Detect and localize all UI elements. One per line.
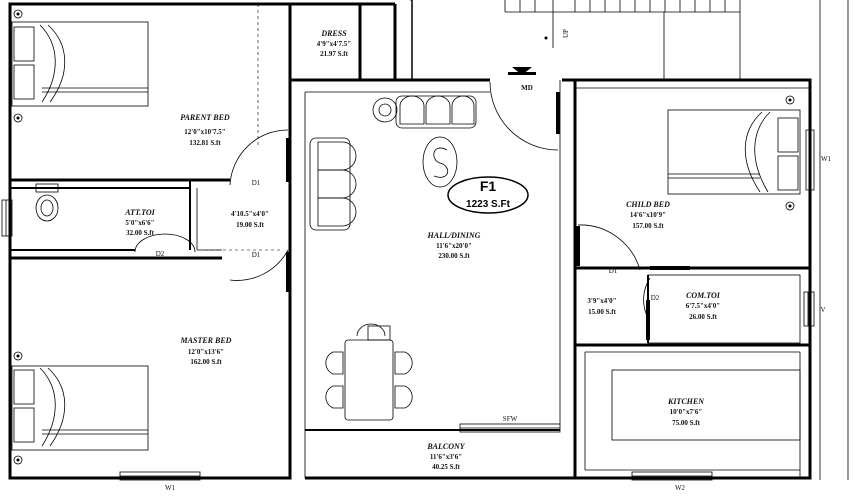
room-name: HALL/DINING xyxy=(427,231,481,240)
couch-top-icon xyxy=(372,95,477,129)
room-area: 132.81 S.ft xyxy=(189,139,221,147)
markers: MD D1 D1 D1 D2 D2 W1 W1 W2 V SFW xyxy=(156,84,832,492)
room-area: 157.00 S.ft xyxy=(632,222,664,230)
master-bed-icon xyxy=(11,351,149,465)
room-size: 12'0"x13'6" xyxy=(188,348,224,356)
room-name: PARENT BED xyxy=(180,113,230,122)
room-size: 11'6"x3'6" xyxy=(430,453,462,461)
staircase xyxy=(410,0,810,81)
room-name: MASTER BED xyxy=(180,336,232,345)
room-name: BALCONY xyxy=(426,442,465,451)
room-area: 32.00 S.ft xyxy=(126,229,154,237)
window-w1-label: W1 xyxy=(821,155,832,163)
room-labels: DRESS 4'9"x4'7.5" 21.97 S.ft PARENT BED … xyxy=(124,29,721,471)
room-size: 12'0"x10'7.5" xyxy=(184,128,226,136)
room-area: 21.97 S.ft xyxy=(320,50,348,58)
main-door-arrow-icon xyxy=(512,67,532,75)
room-name: KITCHEN xyxy=(667,397,705,406)
room-area: 162.00 S.ft xyxy=(190,358,222,366)
room-size: 5'0"x6'6" xyxy=(125,219,154,227)
dining-table-icon xyxy=(325,323,413,421)
room-area: 75.00 S.ft xyxy=(672,419,700,427)
sofa-icon xyxy=(309,137,357,231)
windows xyxy=(1,129,815,481)
room-size: 6'7.5"x4'0" xyxy=(686,302,721,310)
room-size: 4'10.5"x4'0" xyxy=(231,210,269,218)
door-d2-label: D2 xyxy=(156,250,165,258)
decor-s-icon xyxy=(422,136,458,188)
room-size: 4'9"x4'7.5" xyxy=(317,40,352,48)
stair-up-label: UP xyxy=(562,29,570,38)
toilet-icon xyxy=(35,183,59,222)
child-bed-icon xyxy=(667,95,801,211)
room-area: 26.00 S.ft xyxy=(689,313,717,321)
room-area: 15.00 S.ft xyxy=(588,308,616,316)
room-name: CHILD BED xyxy=(626,200,670,209)
parent-bed-icon xyxy=(11,9,149,123)
room-size: 10'0"x7'6" xyxy=(670,408,703,416)
walls xyxy=(8,0,849,480)
door-d1-label: D1 xyxy=(252,179,261,187)
badge-area: 1223 S.Ft xyxy=(466,199,511,210)
ventilator-label: V xyxy=(820,306,825,314)
room-name: DRESS xyxy=(320,29,347,38)
room-area: 230.00 S.ft xyxy=(438,252,470,260)
door-d2-label: D2 xyxy=(651,294,660,302)
door-d1-label: D1 xyxy=(252,251,261,259)
door-d1-label: D1 xyxy=(609,267,618,275)
room-area: 19.00 S.ft xyxy=(236,221,264,229)
area-badge xyxy=(447,176,529,214)
window-w1-label: W1 xyxy=(165,484,176,492)
stair-arrow-icon xyxy=(544,36,548,40)
room-size: 14'6"x10'9" xyxy=(630,211,666,219)
door-swings xyxy=(134,81,690,340)
badge-code: F1 xyxy=(480,178,497,194)
main-door-label: MD xyxy=(521,84,533,92)
room-size: 3'9"x4'0" xyxy=(587,297,616,305)
room-name: COM.TOI xyxy=(686,291,721,300)
room-area: 40.25 S.ft xyxy=(432,463,460,471)
window-w2-label: W2 xyxy=(675,484,686,492)
room-size: 11'6"x20'0" xyxy=(436,242,472,250)
room-name: ATT.TOI xyxy=(124,208,155,217)
partitions xyxy=(10,4,810,478)
sliding-door-label: SFW xyxy=(503,415,518,423)
